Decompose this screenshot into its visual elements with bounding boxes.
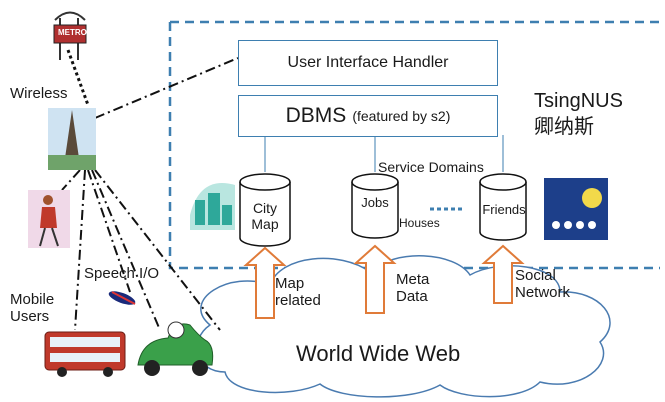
metro-sign-icon xyxy=(53,11,87,60)
link-tower-bus xyxy=(74,169,86,331)
eiffel-tower-icon xyxy=(48,108,96,170)
woman-walking-icon xyxy=(28,190,70,248)
domain-citymap-label: City Map xyxy=(251,200,279,233)
car-icon xyxy=(137,321,214,376)
dbms-box: DBMS (featured by s2) xyxy=(238,95,498,137)
social-people-icon xyxy=(544,178,608,240)
phone-icon xyxy=(108,291,136,305)
arrow-map-related-label: Map related xyxy=(275,275,321,309)
system-name-cn: 卿纳斯 xyxy=(534,116,594,138)
arrow-map-related xyxy=(243,246,287,319)
link-tower-phone xyxy=(87,169,131,293)
houses-label: Houses xyxy=(399,216,440,230)
ui-handler-label: User Interface Handler xyxy=(287,54,449,71)
arrow-social-network xyxy=(481,244,525,304)
arrow-meta-data-label: Meta Data xyxy=(396,271,430,305)
metro-sign-text: METRO xyxy=(58,28,87,37)
link-metro-tower xyxy=(66,49,90,106)
cylinder-jobs xyxy=(351,173,399,239)
link-tower-web xyxy=(94,169,221,331)
domain-jobs-label: Jobs xyxy=(361,195,389,210)
dbms-note: (featured by s2) xyxy=(352,108,451,124)
system-name: TsingNUS xyxy=(534,90,623,112)
city-buildings-icon xyxy=(190,183,235,230)
arrow-meta-data xyxy=(353,244,397,314)
link-tower-ui xyxy=(94,57,239,119)
arrow-social-network-label: Social Network xyxy=(515,267,571,301)
cylinder-citymap xyxy=(239,173,291,247)
dbms-label: DBMS xyxy=(285,104,347,127)
wireless-label: Wireless xyxy=(10,85,68,102)
ui-handler-box: User Interface Handler xyxy=(238,40,498,86)
domain-friends-label: Friends xyxy=(482,202,526,217)
web-label: World Wide Web xyxy=(296,341,461,366)
link-tower-woman xyxy=(61,169,81,191)
mobile-users-label: Mobile Users xyxy=(10,291,55,325)
cylinder-friends xyxy=(479,173,527,241)
bus-icon xyxy=(44,331,126,377)
speech-io-label: Speech I/O xyxy=(84,265,160,282)
service-domains-label: Service Domains xyxy=(378,159,484,175)
link-tower-car xyxy=(91,169,161,331)
